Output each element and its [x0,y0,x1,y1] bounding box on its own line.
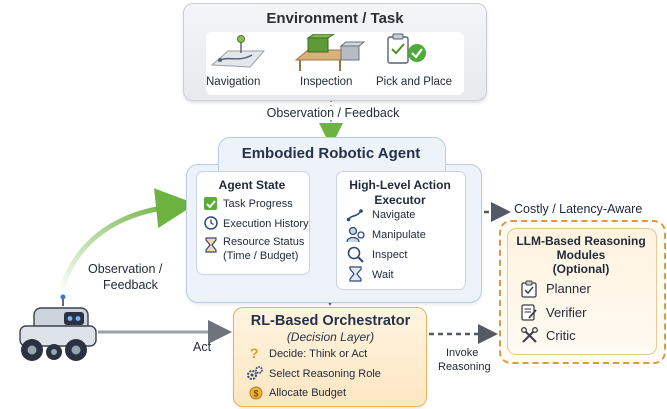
reasoning-label: Reasoning [438,361,491,373]
observation-label: Observation / [88,262,163,276]
agent-state-title: Agent State [218,178,286,192]
inspect-icon [347,246,364,263]
state-item-time-budget: (Time / Budget) [223,250,299,262]
check-icon [204,197,217,210]
executor-title-line2: Executor [374,193,426,207]
coin-icon: $ [249,386,263,400]
executor-item-wait: Wait [372,269,394,281]
stage-inspection: Inspection [300,76,353,88]
costly-latency-label: Costly / Latency-Aware [514,202,643,216]
gears-icon [247,366,263,380]
clock-icon [204,216,218,230]
llm-item-planner: Planner [546,281,591,296]
environment-title: Environment / Task [266,10,404,27]
stage-navigation: Navigation [206,76,261,88]
robot-icon [19,294,97,361]
stage-pick-and-place: Pick and Place [376,76,453,88]
observation-feedback-top-label: Observation / Feedback [248,106,418,120]
executor-item-inspect: Inspect [372,249,408,261]
llm-title-line3: (Optional) [552,262,610,276]
executor-title-line1: High-Level Action [349,178,451,192]
llm-item-critic: Critic [546,328,576,343]
orchestrator-title: RL-Based Orchestrator [250,313,411,329]
state-item-execution-history: Execution History [223,218,309,230]
feedback-label: Feedback [103,278,158,292]
orchestrator-item-allocate-budget: Allocate Budget [269,387,347,399]
llm-title-line2: Modules [556,248,606,262]
agent-title: Embodied Robotic Agent [241,145,421,162]
executor-item-navigate: Navigate [372,209,416,221]
llm-item-verifier: Verifier [546,305,587,320]
svg-text:$: $ [253,389,258,399]
orchestrator-subtitle: (Decision Layer) [286,330,375,344]
state-item-task-progress: Task Progress [223,198,293,210]
verifier-icon [521,304,537,321]
agent-title-tab [218,137,446,172]
pick-and-place-icon [387,33,426,64]
orchestrator-box [233,307,427,407]
orchestrator-item-decide: Decide: Think or Act [269,348,368,360]
inspection-icon [294,34,366,71]
llm-title-line1: LLM-Based Reasoning [516,234,646,248]
navigate-icon [346,209,363,222]
wait-hourglass-icon [349,266,362,282]
clipboard-icon [521,280,537,298]
manipulate-icon [346,226,365,243]
critic-tools-icon [521,327,538,343]
state-item-resource-status: Resource Status [223,236,305,248]
hourglass-icon [205,237,217,253]
navigation-icon [210,35,266,68]
executor-item-manipulate: Manipulate [372,229,426,241]
question-icon: ? [250,345,259,361]
act-label: Act [193,340,212,354]
orchestrator-item-select-role: Select Reasoning Role [269,368,381,380]
feedback-curve-arrow [59,188,196,289]
invoke-label: Invoke [446,347,479,359]
